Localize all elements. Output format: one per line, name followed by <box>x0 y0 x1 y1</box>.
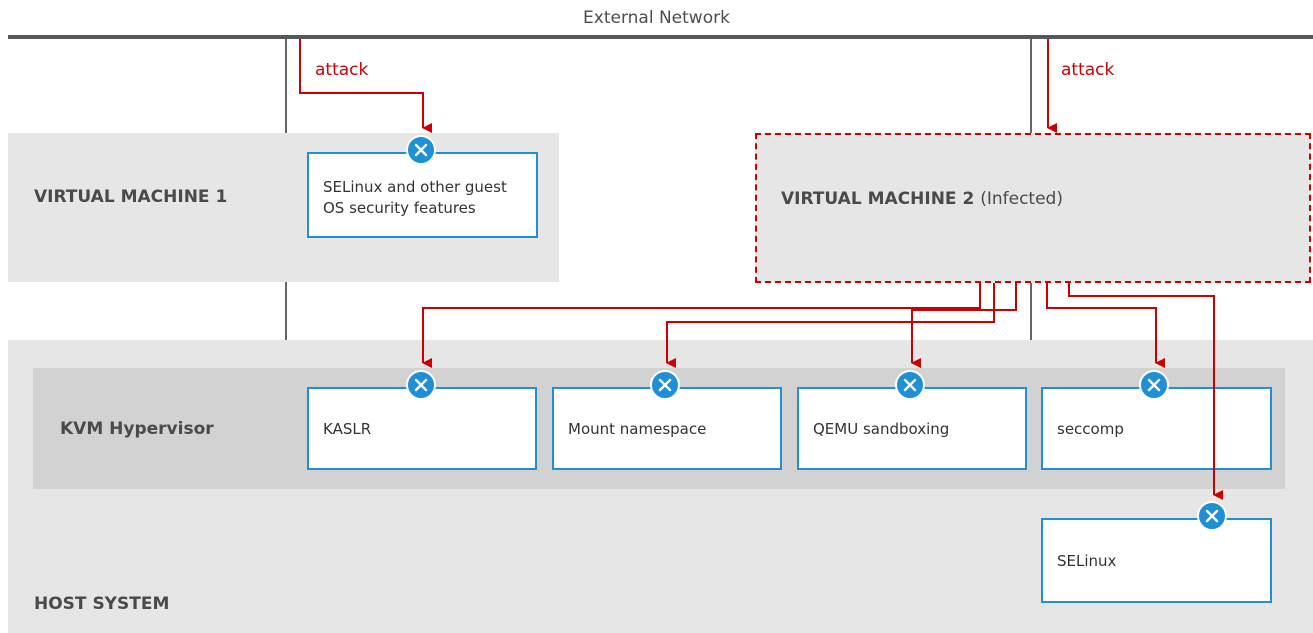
vm1-host-link <box>285 282 287 340</box>
attack-label-vm1: attack <box>315 60 369 80</box>
blocked-x-icon <box>406 135 436 165</box>
vm1-network-link <box>285 39 287 133</box>
external-network-label: External Network <box>583 8 730 28</box>
kaslr-label: KASLR <box>323 419 372 438</box>
host-selinux-box: SELinux <box>1041 518 1272 603</box>
blocked-x-icon <box>1197 501 1227 531</box>
mount-namespace-label: Mount namespace <box>568 419 707 438</box>
seccomp-label: seccomp <box>1057 419 1124 438</box>
vm2-label: VIRTUAL MACHINE 2 (Infected) <box>781 189 1063 209</box>
vm1-label: VIRTUAL MACHINE 1 <box>34 187 228 207</box>
qemu-sandboxing-label: QEMU sandboxing <box>813 419 950 438</box>
blocked-x-icon <box>406 370 436 400</box>
virtual-machine-2 <box>755 133 1311 283</box>
vm2-host-link <box>1030 283 1032 340</box>
kaslr-box: KASLR <box>307 387 537 470</box>
hypervisor-label: KVM Hypervisor <box>60 419 214 439</box>
vm2-status: (Infected) <box>980 189 1063 209</box>
vm2-title: VIRTUAL MACHINE 2 <box>781 189 975 209</box>
qemu-sandboxing-box: QEMU sandboxing <box>797 387 1027 470</box>
host-selinux-label: SELinux <box>1057 551 1117 570</box>
blocked-x-icon <box>1139 370 1169 400</box>
blocked-x-icon <box>895 370 925 400</box>
guest-security-line1: SELinux and other guest <box>323 178 507 196</box>
vm2-network-link <box>1030 39 1032 133</box>
blocked-x-icon <box>650 370 680 400</box>
guest-security-line2: OS security features <box>323 199 476 217</box>
attack-arrow-vm1-guest <box>299 39 432 133</box>
external-network-bar <box>8 35 1313 39</box>
attack-label-vm2: attack <box>1061 60 1115 80</box>
host-system-label: HOST SYSTEM <box>34 594 170 614</box>
